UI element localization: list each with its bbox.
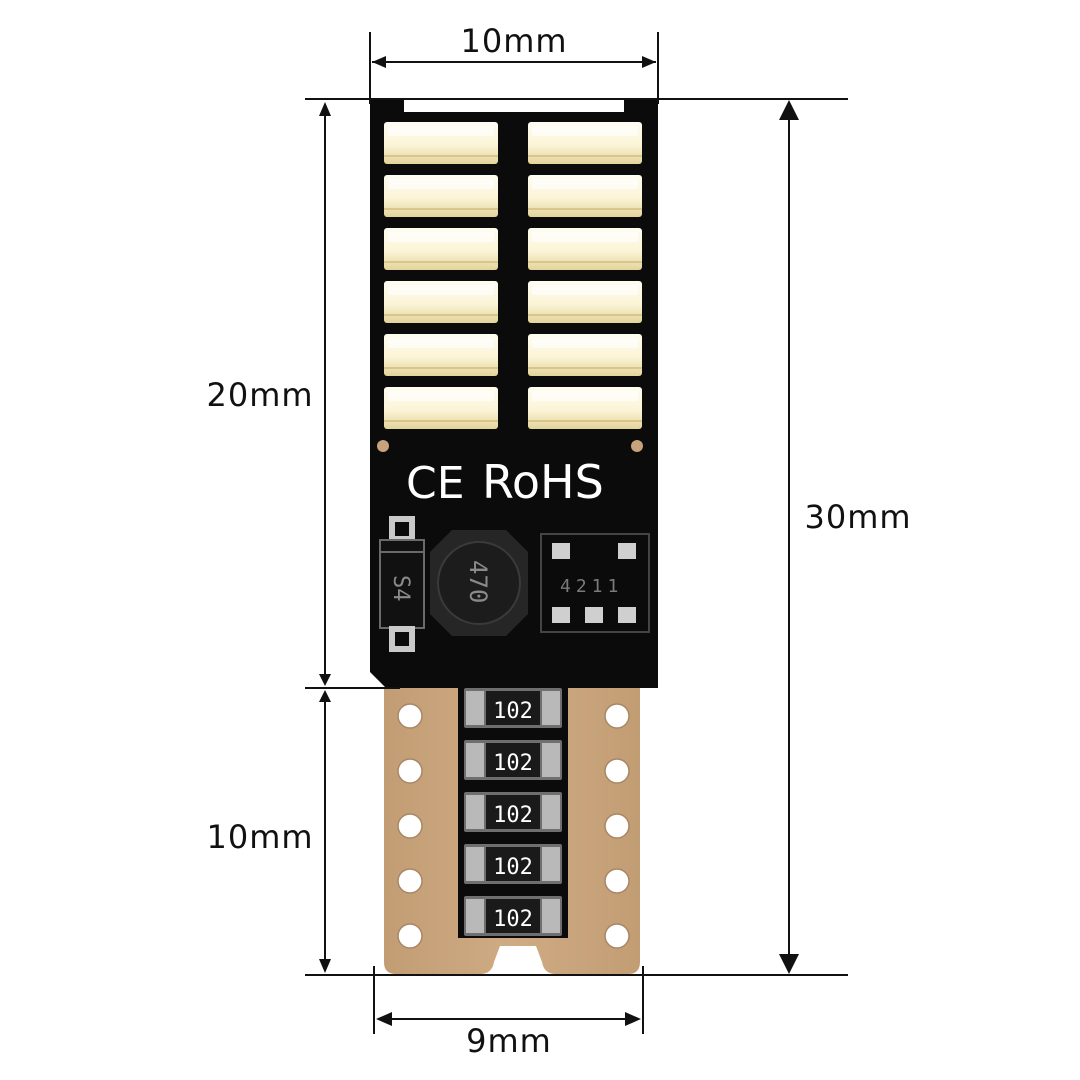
resistor: 102 — [464, 740, 562, 780]
resistor-label: 102 — [493, 855, 533, 880]
resistor: 102 — [464, 844, 562, 884]
contact-hole — [397, 813, 423, 839]
ce-mark: CE — [406, 458, 465, 509]
resistor: 102 — [464, 688, 562, 728]
resistor: 102 — [464, 792, 562, 832]
led-chip — [384, 387, 498, 429]
contact-hole — [397, 868, 423, 894]
contact-hole — [397, 758, 423, 784]
dimension-arrowheads — [319, 56, 799, 1026]
arrow-top-left — [372, 56, 386, 68]
led-chip — [384, 175, 498, 217]
arrow-left-top — [319, 102, 331, 116]
contact-hole — [604, 868, 630, 894]
arrow-bottom-left — [376, 1012, 392, 1026]
led-chip — [384, 334, 498, 376]
ic-label: 4211 — [560, 576, 623, 597]
led-chip — [384, 281, 498, 323]
diode-label: S4 — [388, 575, 413, 602]
diode-component: S4 — [379, 516, 425, 652]
contact-holes — [397, 703, 630, 949]
led-chip — [528, 334, 642, 376]
dim-label-total-height: 30mm — [804, 498, 911, 536]
arrow-right-bottom — [779, 954, 799, 974]
arrow-top-right — [642, 56, 656, 68]
led-chip — [384, 228, 498, 270]
resistor-array: 102 102 102 102 102 — [464, 688, 562, 936]
inductor-label: 470 — [464, 560, 492, 603]
contact-hole — [604, 758, 630, 784]
rohs-mark: RoHS — [482, 455, 604, 509]
led-chip — [528, 228, 642, 270]
resistor-label: 102 — [493, 699, 533, 724]
contact-hole — [397, 703, 423, 729]
led-chip — [528, 122, 642, 164]
contact-hole — [604, 923, 630, 949]
resistor: 102 — [464, 896, 562, 936]
arrow-left-mid-down — [319, 690, 331, 702]
contact-hole — [604, 813, 630, 839]
arrow-right-top — [779, 100, 799, 120]
led-chip — [528, 387, 642, 429]
led-chip — [528, 175, 642, 217]
resistor-label: 102 — [493, 803, 533, 828]
mount-dot-right — [631, 440, 643, 452]
arrow-left-bottom — [319, 959, 331, 973]
dimension-lines — [305, 32, 848, 1034]
led-chip-array — [384, 122, 642, 429]
contact-hole — [397, 923, 423, 949]
dim-label-base-height: 10mm — [206, 818, 313, 856]
arrow-bottom-right — [625, 1012, 641, 1026]
mount-dot-left — [377, 440, 389, 452]
dim-label-led-height: 20mm — [206, 376, 313, 414]
contact-hole — [604, 703, 630, 729]
inductor-component: 470 — [430, 530, 528, 636]
led-chip — [384, 122, 498, 164]
dim-label-base-width: 9mm — [466, 1022, 552, 1060]
resistor-label: 102 — [493, 907, 533, 932]
dim-label-top-width: 10mm — [460, 22, 567, 60]
ic-chip-component: 4211 — [540, 533, 650, 633]
resistor-label: 102 — [493, 751, 533, 776]
led-chip — [528, 281, 642, 323]
arrow-left-mid-up — [319, 674, 331, 686]
